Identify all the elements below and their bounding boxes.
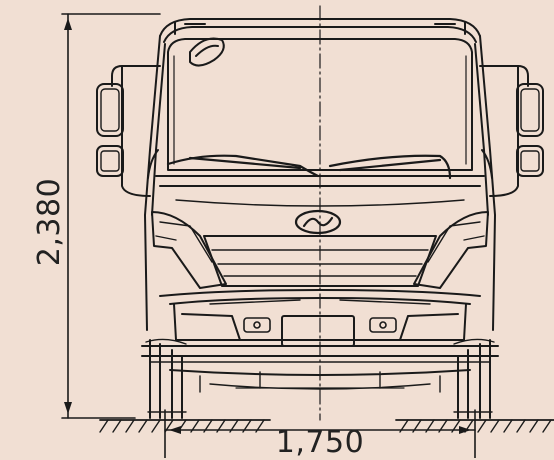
width-dimension-label: 1,750 (275, 425, 365, 460)
sun-visor-bracket (189, 37, 225, 67)
cab-body (144, 18, 496, 331)
fog-lamps (243, 317, 397, 333)
front-panel (155, 175, 485, 207)
brand-emblem-icon (294, 209, 342, 235)
left-side-mirror (96, 65, 161, 197)
left-headlamp (151, 211, 227, 289)
left-wheel (145, 338, 187, 419)
width-dimension-line (164, 409, 476, 458)
height-dimension-line (61, 13, 161, 419)
right-headlamp (413, 211, 489, 289)
chassis-frame (141, 345, 499, 393)
height-dimension-label: 2,380 (32, 177, 67, 267)
lower-grille (203, 235, 437, 287)
right-side-mirror (479, 65, 544, 197)
license-plate (281, 315, 355, 347)
bumper (159, 289, 481, 341)
windshield (167, 38, 473, 171)
ground-lines (99, 419, 554, 433)
right-wheel (453, 338, 495, 419)
wipers (166, 154, 452, 180)
